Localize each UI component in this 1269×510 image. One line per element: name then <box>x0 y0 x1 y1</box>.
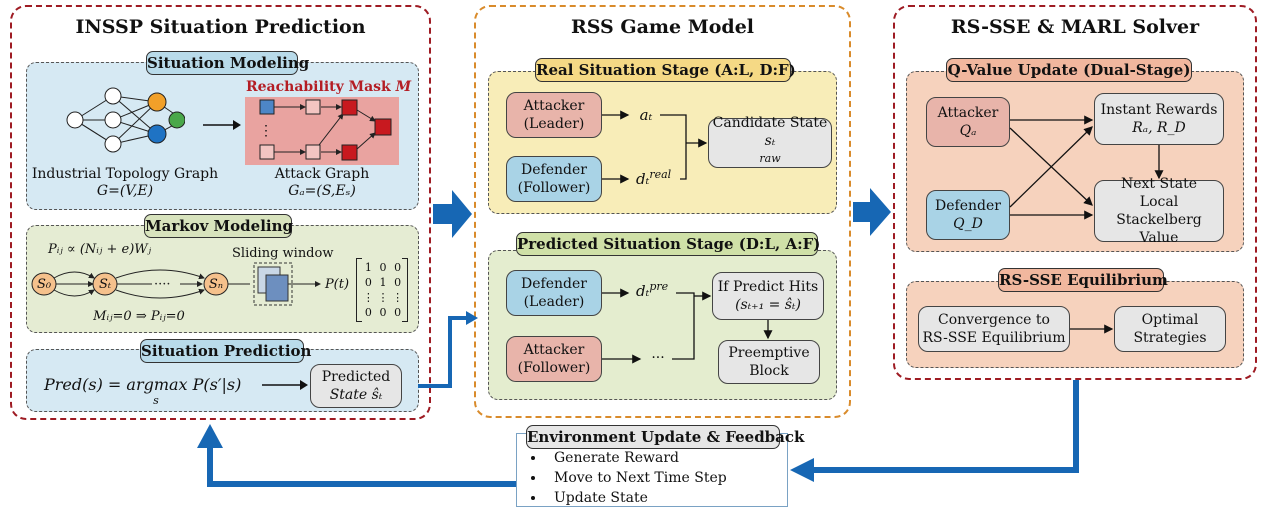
convergence-node: Convergence to RS-SSE Equilibrium <box>918 306 1070 352</box>
attack-node <box>259 99 275 115</box>
probability-pt: P(t) <box>324 277 350 292</box>
optimal-strategies-node: Optimal Strategies <box>1114 306 1226 352</box>
inssp-column <box>10 5 431 420</box>
feedback-loop-right <box>812 380 1079 473</box>
attack-node <box>341 144 358 161</box>
topology-node <box>66 111 84 129</box>
defender-follower-node: Defender (Follower) <box>506 156 602 202</box>
block-arrow-col2-col3 <box>853 188 891 236</box>
real-stage-title: Real Situation Stage (A:L, D:F) <box>535 58 796 82</box>
topology-node <box>104 87 122 105</box>
sliding-window-label: Sliding window <box>232 246 334 261</box>
topology-graph <box>66 87 185 153</box>
markov-state <box>92 272 118 296</box>
situation-prediction-title: Situation Prediction <box>140 339 311 363</box>
attacker-action-dots: ··· <box>651 350 665 366</box>
matrix-cell: 0 <box>394 306 402 319</box>
attack-node <box>374 118 392 136</box>
next-state-node: Next State Local Stackelberg Value <box>1094 176 1224 246</box>
matrix-cell: 1 <box>379 276 387 289</box>
defender-q-node: Defender Q_D <box>926 190 1010 240</box>
attacker-leader-node: Attacker (Leader) <box>506 92 602 138</box>
rss-game-column-title: RSS Game Model <box>570 16 755 38</box>
topology-graph-formula: G=(V,E) <box>96 183 154 199</box>
attacker-follower-node: Attacker (Follower) <box>506 336 602 382</box>
predict-hits-node: If Predict Hits (sₜ₊₁ = ŝₜ) <box>712 272 824 320</box>
instant-rewards-node: Instant Rewards Rₐ, R_D <box>1094 93 1224 145</box>
topology-node <box>147 124 167 144</box>
matrix-cell: 0 <box>364 306 372 319</box>
markov-chain: ···· <box>31 262 321 306</box>
feedback-list: Generate Reward Move to Next Time Step U… <box>528 448 778 508</box>
attack-graph-label: Attack Graph <box>274 166 370 182</box>
prediction-formula-subscript: s <box>153 394 159 407</box>
matrix-cell: ⋮ <box>362 291 374 304</box>
rs-sse-column-title: RS-SSE & MARL Solver <box>950 16 1200 38</box>
matrix-cell: 0 <box>379 306 387 319</box>
preemptive-block-node: Preemptive Block <box>718 340 820 384</box>
transition-probability-formula: Pᵢⱼ ∝ (Nᵢⱼ + e)Wⱼ <box>48 242 152 257</box>
attack-graph-ellipsis: ⋮ <box>259 123 273 139</box>
matrix-cell: 0 <box>394 276 402 289</box>
topology-node <box>104 111 122 129</box>
feedback-item: Generate Reward <box>546 448 778 468</box>
matrix-cell: 0 <box>379 261 387 274</box>
modeling-arrow <box>203 120 241 130</box>
feedback-title: Environment Update & Feedback <box>526 425 804 449</box>
matrix-cell: ⋮ <box>377 291 389 304</box>
attacker-q-node: Attacker Qₐ <box>926 97 1010 147</box>
feedback-item: Move to Next Time Step <box>546 468 778 488</box>
matrix-cell: 0 <box>394 261 402 274</box>
rss-game-column <box>474 5 851 418</box>
mask-constraint: Mᵢⱼ=0 ⇒ Pᵢⱼ=0 <box>93 309 185 324</box>
matrix-cell: 0 <box>364 276 372 289</box>
defender-action-dt-pre: dₜpre <box>636 280 669 300</box>
matrix-cell: 1 <box>364 261 372 274</box>
prediction-feed-arrow <box>418 316 470 388</box>
defender-action-dt-real: dₜreal <box>636 168 672 188</box>
prediction-arrow <box>262 380 308 390</box>
markov-state <box>203 272 229 296</box>
topology-node <box>147 92 167 112</box>
attack-node <box>341 99 358 116</box>
markov-state <box>31 272 57 296</box>
attack-node <box>259 144 275 160</box>
block-arrow-col1-col2 <box>433 190 472 238</box>
markov-modeling-title: Markov Modeling <box>144 214 293 238</box>
prediction-formula: Pred(s) = argmax P(s′|s) <box>44 375 242 394</box>
feedback-item: Update State <box>546 488 778 508</box>
topology-node <box>104 135 122 153</box>
topology-node <box>168 111 185 129</box>
attacker-action-at: aₜ <box>639 106 653 124</box>
inssp-column-title: INSSP Situation Prediction <box>75 16 366 38</box>
rs-sse-column <box>893 5 1257 380</box>
feedback-loop-left <box>207 446 516 487</box>
topology-graph-label: Industrial Topology Graph <box>31 166 219 182</box>
state-s0: S₀ <box>36 277 52 292</box>
equilibrium-title: RS-SSE Equilibrium <box>998 268 1168 292</box>
attack-graph-formula: Gₐ=(S,Eₛ) <box>288 183 356 199</box>
defender-leader-node: Defender (Leader) <box>506 270 602 316</box>
predicted-stage-title: Predicted Situation Stage (D:L, A:F) <box>516 232 820 256</box>
situation-modeling-title: Situation Modeling <box>146 51 309 75</box>
predicted-state-node: Predicted State ŝₜ <box>310 364 402 408</box>
attack-node <box>305 99 321 115</box>
attack-graph <box>259 99 392 161</box>
reachability-mask-title: Reachability Mask M <box>246 79 412 95</box>
state-st: Sₜ <box>98 277 112 292</box>
svg-text:····: ···· <box>154 277 171 292</box>
qvalue-title: Q-Value Update (Dual-Stage) <box>946 58 1192 82</box>
matrix-cell: ⋮ <box>392 291 404 304</box>
state-sn: Sₙ <box>208 277 224 292</box>
sliding-window-box <box>265 274 289 302</box>
attack-node <box>305 144 321 160</box>
